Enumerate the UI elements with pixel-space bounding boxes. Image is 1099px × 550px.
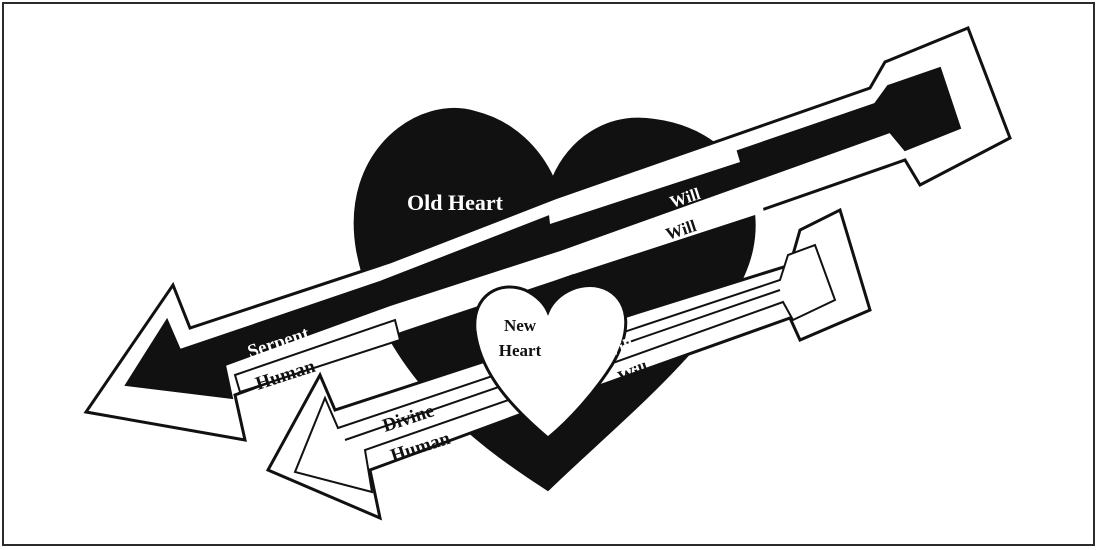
new-heart-label-line1: New [504,316,537,335]
new-heart-label-line2: Heart [499,341,542,360]
old-heart-label: Old Heart [407,190,504,215]
